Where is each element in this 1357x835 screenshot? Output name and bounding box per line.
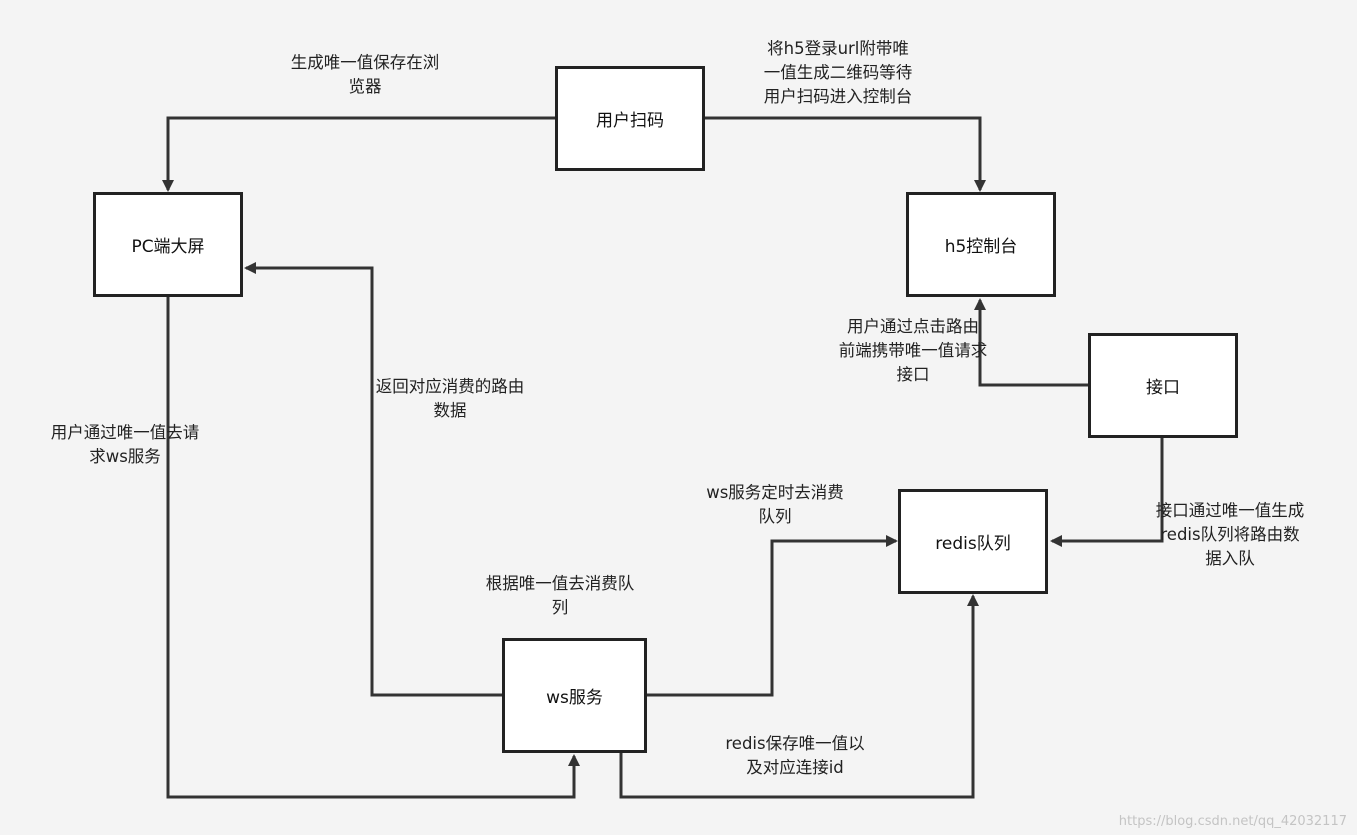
node-h5-console: h5控制台: [906, 192, 1056, 297]
watermark: https://blog.csdn.net/qq_42032117: [1118, 814, 1347, 829]
label-ws-timer: ws服务定时去消费 队列: [706, 483, 844, 526]
node-user-scan: 用户扫码: [555, 66, 705, 171]
edge-api-to-redis: [1050, 438, 1164, 547]
node-redis-queue: redis队列: [898, 489, 1048, 594]
edge-ws-to-pc: [244, 262, 502, 697]
node-pc-screen: PC端大屏: [93, 192, 243, 297]
node-api: 接口: [1088, 333, 1238, 438]
label-return-data: 返回对应消费的路由 数据: [375, 377, 525, 420]
label-h5-qr: 将h5登录url附带唯 一值生成二维码等待 用户扫码进入控制台: [763, 39, 913, 106]
label-redis-save: redis保存唯一值以 及对应连接id: [725, 734, 865, 777]
edge-pc-to-ws: [166, 297, 580, 799]
label-consume-by-unique: 根据唯一值去消费队 列: [485, 574, 635, 617]
label-gen-unique: 生成唯一值保存在浏 览器: [290, 53, 440, 96]
edge-scan-to-h5: [705, 116, 986, 192]
label-api-enqueue: 接口通过唯一值生成 redis队列将路由数 据入队: [1155, 501, 1305, 568]
node-ws-service: ws服务: [502, 638, 647, 753]
edge-ws-to-redis-consume: [647, 535, 898, 697]
label-pc-request: 用户通过唯一值去请 求ws服务: [50, 423, 200, 466]
edge-ws-to-redis-save: [619, 594, 979, 799]
edge-scan-to-pc: [162, 116, 555, 192]
label-route-click: 用户通过点击路由 前端携带唯一值请求 接口: [838, 317, 988, 384]
edge-api-to-h5: [974, 298, 1088, 387]
